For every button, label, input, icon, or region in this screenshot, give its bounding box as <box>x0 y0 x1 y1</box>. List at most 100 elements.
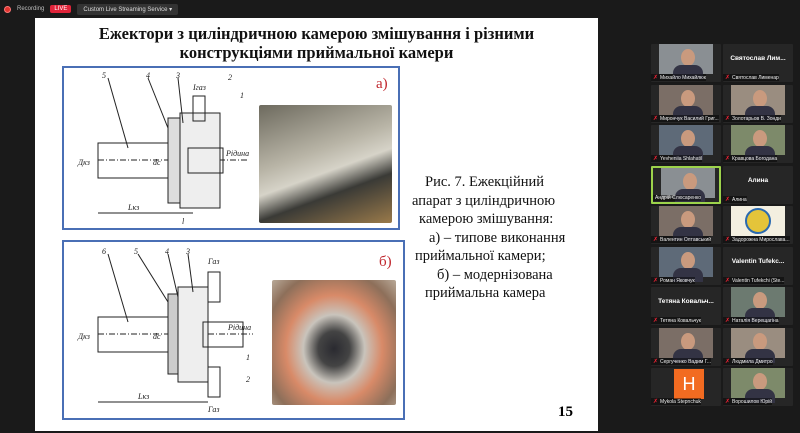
face <box>681 89 695 107</box>
part-label: 5 <box>102 71 106 80</box>
part-label: 6 <box>102 247 106 256</box>
avatar: H <box>674 369 704 399</box>
participant-name-text: Михайло Михайлюк <box>660 75 706 81</box>
participant-tile[interactable]: ✗Мирончук Василий Григ... <box>651 84 721 123</box>
participant-display-name: Valentin Tufekc... <box>731 257 785 265</box>
participant-tile[interactable]: Андрій Слюсаренко <box>651 165 721 204</box>
face <box>681 251 695 269</box>
participant-name-text: Людмила Дмитро <box>732 358 773 365</box>
page-number: 15 <box>558 404 573 420</box>
participant-name-text: Алина <box>732 196 747 203</box>
ejector-drawing-b: 6 5 4 3 Газ Рідина 1 2 Газ Дкз dc Lкз <box>77 247 253 414</box>
body <box>745 308 775 322</box>
caption-line: камерою змішування: <box>419 211 554 227</box>
participant-tile[interactable]: ✗Задорожна Мирослава... <box>723 206 793 244</box>
participant-name-text: Роман Яковчук <box>660 277 695 284</box>
part-label: 3 <box>185 247 190 256</box>
dim-label: Дкз <box>77 158 90 167</box>
caption-line: апарат з циліндричною <box>412 192 556 209</box>
part-label: 1 <box>240 91 244 100</box>
part-label: Газ <box>207 405 219 414</box>
body <box>673 267 703 282</box>
face <box>681 332 695 350</box>
liquid-label: Рідина <box>227 323 251 332</box>
muted-mic-icon: ✗ <box>653 115 659 122</box>
dim-label: Lкз <box>127 203 139 212</box>
body <box>673 146 703 160</box>
face <box>753 130 767 147</box>
participant-tile[interactable]: ✗Yevheniia Shlahatil <box>651 125 721 163</box>
participant-name: ✗Сергученко Вадим Г... <box>651 357 712 365</box>
participant-tile[interactable]: Алина✗Алина <box>723 165 793 204</box>
body <box>673 348 703 363</box>
muted-mic-icon: ✗ <box>725 196 731 203</box>
participant-video <box>659 246 713 282</box>
figure-caption: Рис. 7. Ежекційний апарат з циліндричною… <box>407 173 592 303</box>
face <box>753 373 767 390</box>
muted-mic-icon: ✗ <box>653 277 659 284</box>
participant-tile[interactable]: ✗Людмила Дмитро <box>723 327 793 366</box>
participant-tile[interactable]: ✗Роман Яковчук <box>651 246 721 285</box>
participant-name: ✗Святослав Лименар <box>723 74 779 81</box>
body <box>673 227 703 241</box>
participant-name-text: Кравцова Богодана <box>732 156 778 162</box>
participant-name-text: Мирончук Василий Григ... <box>660 115 719 122</box>
body <box>745 389 775 403</box>
muted-mic-icon: ✗ <box>725 156 731 162</box>
participant-tile[interactable]: ✗Валентин Олтавський <box>651 206 721 244</box>
body <box>745 146 775 160</box>
participant-display-name: Тетяна Ковальч... <box>658 298 714 305</box>
face <box>753 332 767 350</box>
dim-label: l <box>182 217 185 226</box>
body <box>673 65 703 79</box>
muted-mic-icon: ✗ <box>653 358 659 365</box>
dim-label: Дкз <box>77 332 90 341</box>
title-line-2: конструкціями приймальної камери <box>179 43 454 62</box>
part-label: 3 <box>175 71 180 80</box>
participant-name-text: Золотарьов В. Зонди <box>732 115 781 122</box>
muted-mic-icon: ✗ <box>653 318 659 324</box>
muted-mic-icon: ✗ <box>653 75 659 81</box>
figure-a-frame: 5 4 3 Iгаз 2 1 Рідина Дкз dc Lкз l а) <box>62 66 400 230</box>
face <box>681 49 695 66</box>
muted-mic-icon: ✗ <box>653 399 659 405</box>
participant-display-name: Святослав Лим... <box>730 55 786 62</box>
muted-mic-icon: ✗ <box>725 75 731 81</box>
participant-tile[interactable]: H✗Mykola Stepnchuk <box>651 368 721 406</box>
participant-tile[interactable]: ✗Наталія Верещагіна <box>723 287 793 325</box>
participant-tile[interactable]: ✗Ворошилов Юрій <box>723 368 793 406</box>
participant-tile[interactable]: ✗Золотарьов В. Зонди <box>723 84 793 123</box>
participant-name: ✗Mykola Stepnchuk <box>651 398 701 405</box>
participant-name: Андрій Слюсаренко <box>653 194 701 201</box>
body <box>745 348 775 363</box>
ejector-drawing-a: 5 4 3 Iгаз 2 1 Рідина Дкз dc Lкз l <box>77 71 249 226</box>
participant-name-text: Mykola Stepnchuk <box>660 399 701 405</box>
participant-name-text: Ворошилов Юрій <box>732 399 773 405</box>
muted-mic-icon: ✗ <box>725 115 731 122</box>
participant-tile[interactable]: ✗Кравцова Богодана <box>723 125 793 163</box>
muted-mic-icon: ✗ <box>725 318 731 324</box>
shared-slide: Ежектори з циліндричною камерою змішуван… <box>35 18 598 431</box>
participant-name: ✗Ворошилов Юрій <box>723 398 773 405</box>
participant-tile[interactable]: Тетяна Ковальч...✗Тетяна Ковальчук <box>651 287 721 325</box>
body <box>745 105 775 120</box>
participant-name-text: Святослав Лименар <box>732 75 779 81</box>
body <box>673 105 703 120</box>
part-label: 4 <box>146 71 150 80</box>
caption-line: б) – модернізована <box>437 266 553 283</box>
participant-tile[interactable]: Valentin Tufekc... ✗Valentin Tufekchi (St… <box>723 246 793 285</box>
participant-tile[interactable]: ✗Сергученко Вадим Г... <box>651 327 721 366</box>
participant-video <box>731 327 785 363</box>
label-a: а) <box>376 76 388 92</box>
recording-bar: Recording LIVE Custom Live Streaming Ser… <box>0 0 640 18</box>
participant-name: ✗Valentin Tufekchi (Ste... <box>723 276 785 284</box>
streaming-service-dropdown[interactable]: Custom Live Streaming Service ▾ <box>77 3 179 15</box>
live-badge[interactable]: LIVE <box>50 5 72 13</box>
participant-video <box>659 206 713 241</box>
participant-tile[interactable]: ✗Михайло Михайлюк <box>651 44 721 82</box>
participant-tile[interactable]: Святослав Лим... ✗Святослав Лименар <box>723 44 793 82</box>
figure-b-frame: 6 5 4 3 Газ Рідина 1 2 Газ Дкз dc Lкз б) <box>62 240 405 420</box>
participant-name: ✗Людмила Дмитро <box>723 357 773 365</box>
recording-icon <box>4 5 11 13</box>
muted-mic-icon: ✗ <box>653 156 659 162</box>
